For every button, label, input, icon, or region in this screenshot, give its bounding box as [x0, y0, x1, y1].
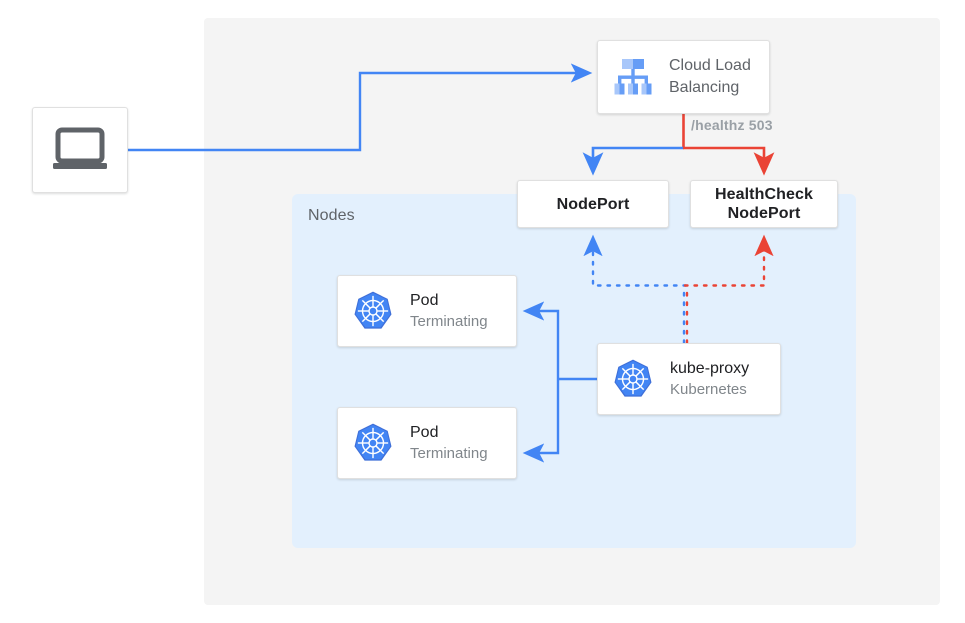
kube-proxy-title: kube-proxy	[670, 359, 750, 377]
healthcheck-nodeport-label: HealthCheck NodePort	[714, 186, 814, 222]
pod-title-1: Pod	[410, 291, 439, 309]
kubernetes-icon	[354, 423, 392, 461]
pod-card-1: Pod Terminating	[337, 275, 517, 347]
nodeport-label: NodePort	[556, 195, 630, 213]
healthz-status-label: /healthz 503	[691, 117, 773, 133]
client-laptop-card	[32, 107, 128, 193]
pod-card-2: Pod Terminating	[337, 407, 517, 479]
pod-status-2: Terminating	[410, 444, 488, 462]
nodes-panel-label: Nodes	[308, 207, 355, 224]
cloud-load-balancing-label: Cloud Load Balancing	[669, 57, 751, 96]
kube-proxy-text: kube-proxy Kubernetes	[670, 359, 749, 400]
pod-status-1: Terminating	[410, 312, 488, 330]
cloud-load-balancing-icon	[614, 59, 652, 95]
kube-proxy-card: kube-proxy Kubernetes	[597, 343, 781, 415]
kube-proxy-subtitle: Kubernetes	[670, 380, 747, 398]
pod-title-2: Pod	[410, 423, 439, 441]
cloud-load-balancing-card: Cloud Load Balancing	[597, 40, 770, 114]
laptop-icon	[53, 127, 107, 169]
kubernetes-icon	[614, 359, 652, 397]
healthcheck-nodeport-card: HealthCheck NodePort	[690, 180, 838, 228]
nodeport-card: NodePort	[517, 180, 669, 228]
kubernetes-icon	[354, 291, 392, 329]
pod-text-1: Pod Terminating	[410, 291, 488, 332]
pod-text-2: Pod Terminating	[410, 423, 488, 464]
